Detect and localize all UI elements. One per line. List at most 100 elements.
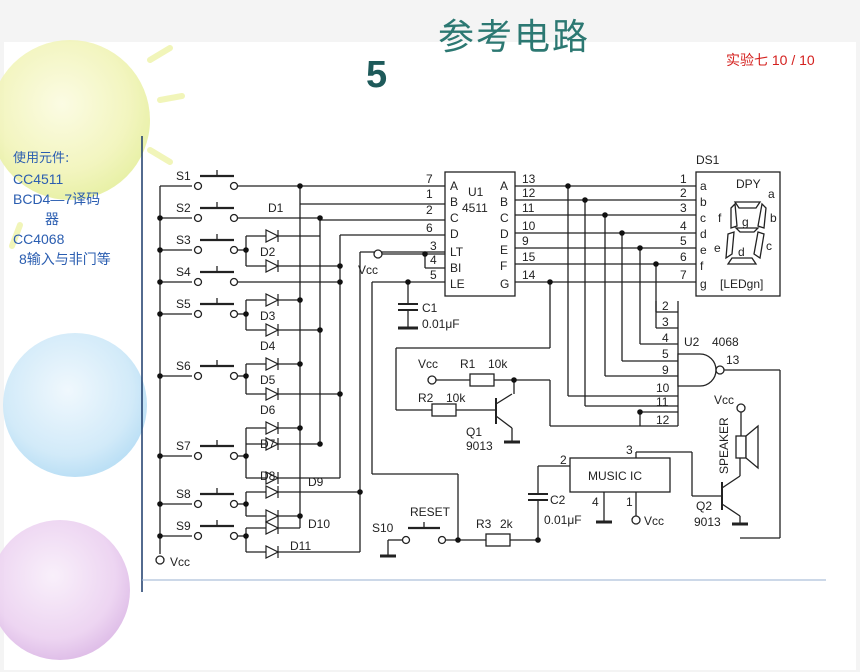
u1-out-pin: 12 [522, 186, 536, 200]
diode-label: D2 [260, 245, 276, 259]
ds1-pin: 5 [680, 234, 687, 248]
r2-value: 10k [446, 391, 466, 405]
u2-part: 4068 [712, 335, 739, 349]
u1-out-label: D [500, 227, 509, 241]
ds1-seg: c [700, 211, 706, 225]
diode-label: D8 [260, 469, 276, 483]
r1-name: R1 [460, 357, 476, 371]
u1-out-pin: 10 [522, 219, 536, 233]
diode-label: D7 [260, 437, 276, 451]
diode-label: D9 [308, 475, 324, 489]
u2-pin: 2 [662, 299, 669, 313]
switch-label: S9 [176, 519, 191, 533]
c1-value: 0.01μF [422, 317, 460, 331]
switch-label: S6 [176, 359, 191, 373]
ds1-seg-letter: f [718, 211, 722, 225]
u1-out-label: G [500, 277, 509, 291]
diode-label: D6 [260, 403, 276, 417]
diode-label: D4 [260, 339, 276, 353]
u1-in-pin: 5 [430, 268, 437, 282]
ds1-pin: 4 [680, 219, 687, 233]
r1-value: 10k [488, 357, 508, 371]
u1-in-pin: 2 [426, 203, 433, 217]
u1-out-pin: 14 [522, 268, 536, 282]
switch-label: S5 [176, 297, 191, 311]
u2-pin: 10 [656, 381, 670, 395]
page-indicator: 实验七 10 / 10 [726, 52, 815, 68]
parts-line-1: CC4511 [13, 171, 64, 187]
ds1-seg-letter: c [766, 239, 772, 253]
ds1-seg-letter: e [714, 241, 721, 255]
vcc-label: Vcc [418, 357, 438, 371]
ds1-dpy: DPY [736, 177, 761, 191]
q2-part: 9013 [694, 515, 721, 529]
u2-pin: 3 [662, 315, 669, 329]
u1-out-label: E [500, 243, 508, 257]
u1-in-label: A [450, 179, 458, 193]
ds1-seg-letter: d [738, 245, 745, 259]
vcc-label: Vcc [170, 555, 190, 569]
diode-label: D11 [290, 539, 311, 553]
diode-label: D5 [260, 373, 276, 387]
diode-label: D10 [308, 517, 330, 531]
switch-label: S1 [176, 169, 191, 183]
q2-name: Q2 [696, 499, 712, 513]
c2-name: C2 [550, 493, 566, 507]
u1-part: 4511 [462, 201, 488, 215]
r3-value: 2k [500, 517, 514, 531]
u1-in-label: LE [450, 277, 465, 291]
ds1-part: [LEDgn] [720, 277, 763, 291]
ds1-seg-letter: g [742, 215, 749, 229]
ds1-seg-letter: b [770, 211, 777, 225]
parts-list: 使用元件: CC4511 BCD4—7译码 器 CC4068 8输入与非门等 [13, 149, 143, 269]
u1-out-label: F [500, 259, 507, 273]
u2-pin: 12 [656, 413, 670, 427]
u1-out-label: C [500, 211, 509, 225]
music-pin: 3 [626, 443, 633, 457]
diode-label: D3 [260, 309, 276, 323]
ds1-seg: g [700, 277, 707, 291]
u1-in-label: C [450, 211, 459, 225]
vcc-label: Vcc [358, 263, 378, 277]
vcc-label: Vcc [644, 514, 664, 528]
music-ic-label: MUSIC IC [588, 469, 642, 483]
page-title: 参考电路 [438, 17, 591, 58]
switch-label: S3 [176, 233, 191, 247]
u1-in-label: D [450, 227, 459, 241]
u1-in-label: B [450, 195, 458, 209]
r2-name: R2 [418, 391, 434, 405]
c2-value: 0.01μF [544, 513, 582, 527]
slide-number: 5 [366, 54, 388, 96]
q1-name: Q1 [466, 425, 482, 439]
ds1-seg-letter: a [768, 187, 775, 201]
u1-in-label: BI [450, 261, 461, 275]
ds1-seg: f [700, 259, 704, 273]
u1-in-pin: 1 [426, 187, 433, 201]
u2-out-pin: 13 [726, 353, 740, 367]
ds1-pin: 6 [680, 250, 687, 264]
music-pin: 1 [626, 495, 633, 509]
u1-out-pin: 11 [522, 201, 535, 215]
u2-pin: 5 [662, 347, 669, 361]
u1-out-pin: 9 [522, 234, 529, 248]
music-pin: 2 [560, 453, 567, 467]
ds1-seg: e [700, 243, 707, 257]
switch-label: S4 [176, 265, 191, 279]
c1-name: C1 [422, 301, 438, 315]
circuit-schematic: S1 S2 S3 S4 S5 S6 S7 S8 S9 D1 D2 D3 D4 D… [141, 136, 826, 592]
u1-in-pin: 6 [426, 221, 433, 235]
u1-out-pin: 13 [522, 172, 536, 186]
reset-label: RESET [410, 505, 451, 519]
q1-part: 9013 [466, 439, 493, 453]
u1-out-pin: 15 [522, 250, 536, 264]
ds1-pin: 7 [680, 268, 687, 282]
u1-name: U1 [468, 185, 484, 199]
u1-in-label: LT [450, 245, 464, 259]
u1-out-label: A [500, 179, 508, 193]
ds1-pin: 3 [680, 201, 687, 215]
s10-label: S10 [372, 521, 394, 535]
music-pin: 4 [592, 495, 599, 509]
ds1-name: DS1 [696, 153, 720, 167]
u1-out-label: B [500, 195, 508, 209]
